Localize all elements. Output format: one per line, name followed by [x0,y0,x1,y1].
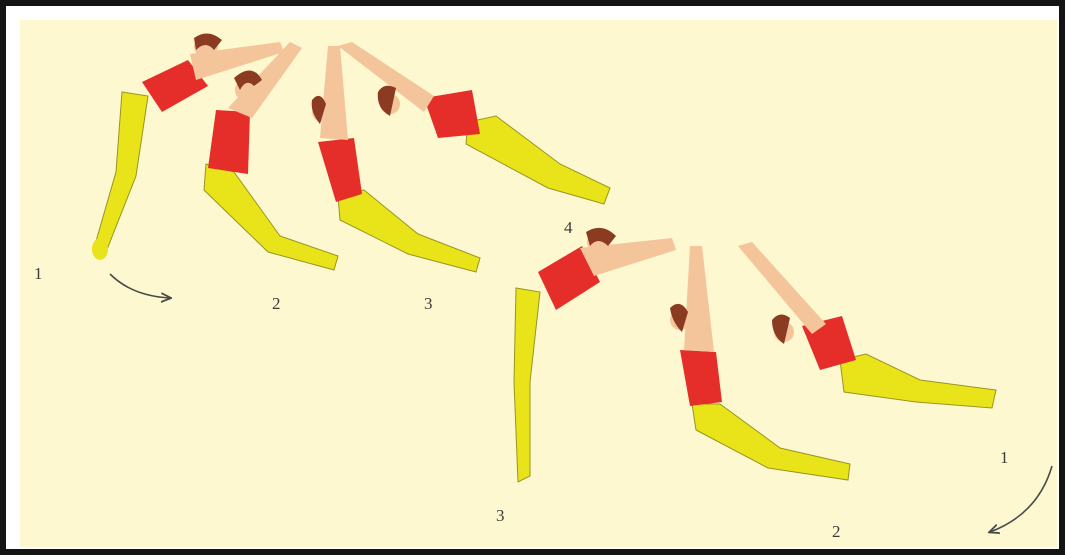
gymnast-bottom-3 [514,228,676,482]
top-label-3: 3 [424,294,433,314]
top-label-4: 4 [564,218,573,238]
top-label-1: 1 [34,264,43,284]
figure-canvas: 1 2 3 4 3 2 1 [20,20,1057,547]
top-label-2: 2 [272,294,281,314]
bottom-label-2: 2 [832,522,841,542]
gymnast-bottom-1 [738,242,996,408]
bottom-sequence [514,228,1052,532]
bottom-label-3: 3 [496,506,505,526]
gymnast-top-4 [338,42,610,204]
top-rotation-arrow [110,274,170,298]
bottom-rotation-arrow [990,466,1052,532]
bottom-label-1: 1 [1000,448,1009,468]
gymnast-top-2 [204,42,338,270]
gymnastics-illustration [20,20,1057,547]
top-sequence [92,33,610,298]
